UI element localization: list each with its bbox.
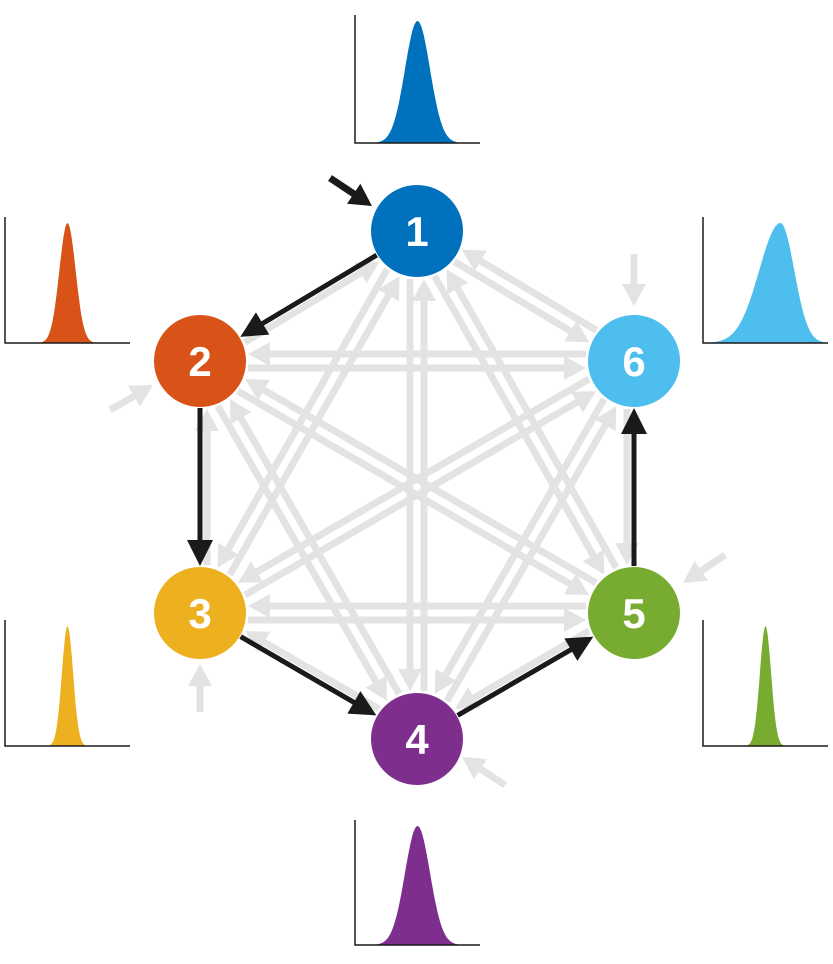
state-label-6: 6 — [622, 338, 645, 385]
transition-arrow-1-to-6 — [452, 258, 590, 343]
active-transition-3-to-4 — [239, 634, 377, 716]
active-transition-2-to-3 — [187, 408, 213, 566]
distribution-axes-6 — [702, 217, 828, 344]
active-transition-1-to-2 — [240, 253, 378, 337]
distribution-curve-5 — [703, 626, 828, 746]
inactive-transitions — [195, 249, 639, 712]
active-transition-4-to-5 — [456, 636, 594, 718]
state-node-5: 5 — [588, 567, 680, 659]
transition-arrow-4-to-2 — [229, 399, 403, 696]
distribution-axes-1 — [354, 15, 480, 144]
state-node-1: 1 — [371, 185, 463, 277]
self-arrow-5 — [683, 552, 727, 583]
transition-arrow-1-to-5 — [431, 274, 605, 575]
self-arrow-2 — [108, 385, 153, 414]
state-node-4: 4 — [371, 693, 463, 785]
state-label-1: 1 — [405, 208, 428, 255]
state-nodes: 1 2 3 4 5 6 — [154, 185, 680, 785]
distribution-plot-5 — [702, 620, 828, 747]
distribution-plot-4 — [354, 820, 480, 946]
distribution-curve-4 — [355, 826, 480, 945]
distribution-plot-1 — [354, 15, 480, 144]
state-node-3: 3 — [154, 567, 246, 659]
state-node-6: 6 — [588, 315, 680, 407]
transition-arrow-5-to-2 — [245, 379, 598, 586]
state-circle-3 — [154, 567, 246, 659]
transition-arrow-6-to-4 — [434, 397, 608, 694]
transition-arrow-3-to-1 — [226, 276, 400, 577]
self-arrow-4 — [462, 757, 507, 788]
transition-arrow-3-to-6 — [243, 391, 597, 598]
state-circle-4 — [371, 693, 463, 785]
state-label-4: 4 — [405, 716, 429, 763]
state-label-3: 3 — [188, 590, 211, 637]
transition-arrow-4-to-1 — [412, 279, 436, 691]
distribution-plot-3 — [4, 620, 130, 747]
distribution-curve-2 — [5, 223, 130, 343]
self-arrow-3 — [188, 664, 212, 712]
distribution-axes-4 — [354, 820, 480, 946]
distribution-axes-3 — [4, 620, 130, 747]
state-label-5: 5 — [622, 590, 645, 637]
transition-arrow-5-to-3 — [248, 594, 586, 618]
active-transition-5-to-6 — [621, 408, 647, 566]
state-circle-5 — [588, 567, 680, 659]
state-node-2: 2 — [154, 315, 246, 407]
distribution-curve-3 — [5, 626, 130, 746]
transition-arrow-2-to-6 — [248, 356, 586, 380]
distribution-curve-6 — [703, 223, 828, 343]
state-circle-2 — [154, 315, 246, 407]
transition-arrow-6-to-1 — [461, 249, 599, 334]
self-arrow-6 — [622, 254, 646, 306]
distribution-plot-6 — [702, 217, 828, 344]
transition-arrow-5-to-1 — [446, 269, 620, 570]
distribution-axes-5 — [702, 620, 828, 747]
transition-arrow-4-to-6 — [443, 406, 617, 703]
state-circle-1 — [371, 185, 463, 277]
state-label-2: 2 — [188, 338, 211, 385]
transition-arrow-6-to-2 — [248, 342, 586, 366]
active-transitions — [187, 253, 647, 718]
transition-arrow-6-to-3 — [237, 376, 591, 583]
self-arrow-1 — [328, 175, 372, 206]
transition-arrow-3-to-5 — [248, 608, 586, 632]
state-circle-6 — [588, 315, 680, 407]
distribution-curve-1 — [355, 21, 480, 143]
self-transition-arrows — [108, 175, 727, 788]
distribution-axes-2 — [4, 217, 130, 344]
emission-distributions — [4, 15, 828, 946]
distribution-plot-2 — [4, 217, 130, 344]
